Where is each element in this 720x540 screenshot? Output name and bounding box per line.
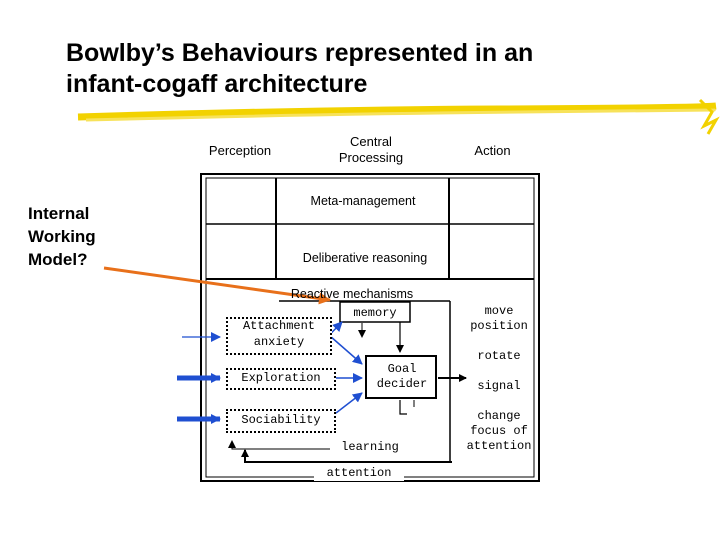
change-line-2: focus of (470, 424, 528, 438)
feedback-learning-path (228, 440, 330, 450)
arrow-sociability-to-goal (335, 392, 363, 414)
central-line-2: Processing (338, 150, 404, 165)
reactive-inner-frame (279, 300, 451, 463)
iwm-line-1: Internal (28, 204, 90, 223)
action-rotate: rotate (477, 349, 521, 363)
goal-decider-box (365, 355, 437, 399)
goal-line-1: Goal (387, 362, 417, 376)
goal-decider-label: Goal decider (366, 362, 438, 392)
sociability-box (226, 409, 336, 433)
exploration-box (226, 368, 336, 390)
layer-meta-management: Meta-management (310, 194, 416, 208)
attachment-line-1: Attachment (242, 319, 315, 333)
action-signal: signal (477, 379, 521, 393)
iwm-line-3: Model? (28, 250, 88, 269)
title-underline (77, 98, 720, 135)
attachment-anxiety-box (226, 317, 332, 355)
title-line-1: Bowlby’s Behaviours represented in an (66, 39, 534, 67)
column-action: Action (474, 143, 511, 158)
iwm-line-2: Working (28, 227, 96, 246)
goal-line-2: decider (376, 377, 428, 391)
learning-label: learning (341, 440, 399, 454)
column-perception: Perception (208, 143, 272, 158)
sociability-label: Sociability (241, 413, 321, 427)
internal-working-model-arrow (103, 266, 331, 305)
attention-label: attention (314, 465, 404, 481)
action-move-position: move position (456, 304, 542, 334)
feedback-attention-path (241, 449, 452, 463)
move-line-2: position (470, 319, 528, 333)
arrow-attachment-to-goal (329, 335, 363, 365)
layer-deliberative: Deliberative reasoning (302, 251, 428, 265)
internal-working-model-label: Internal Working Model? (28, 202, 96, 271)
connector-goal-learning (399, 400, 407, 415)
action-change-focus: change focus of attention (456, 409, 542, 454)
change-line-1: change (477, 409, 521, 423)
attachment-line-2: anxiety (253, 335, 305, 349)
move-line-1: move (484, 304, 514, 318)
slide-title: Bowlby’s Behaviours represented in an in… (66, 38, 706, 100)
memory-label: memory (353, 306, 397, 320)
layer-reactive: Reactive mechanisms (290, 287, 414, 301)
attachment-anxiety-label: Attachment anxiety (226, 318, 332, 350)
column-central-processing: Central Processing (321, 134, 421, 166)
change-line-3: attention (466, 439, 532, 453)
title-line-2: infant-cogaff architecture (66, 70, 368, 98)
memory-box (339, 301, 411, 323)
central-line-1: Central (350, 134, 392, 149)
exploration-label: Exploration (241, 371, 321, 385)
